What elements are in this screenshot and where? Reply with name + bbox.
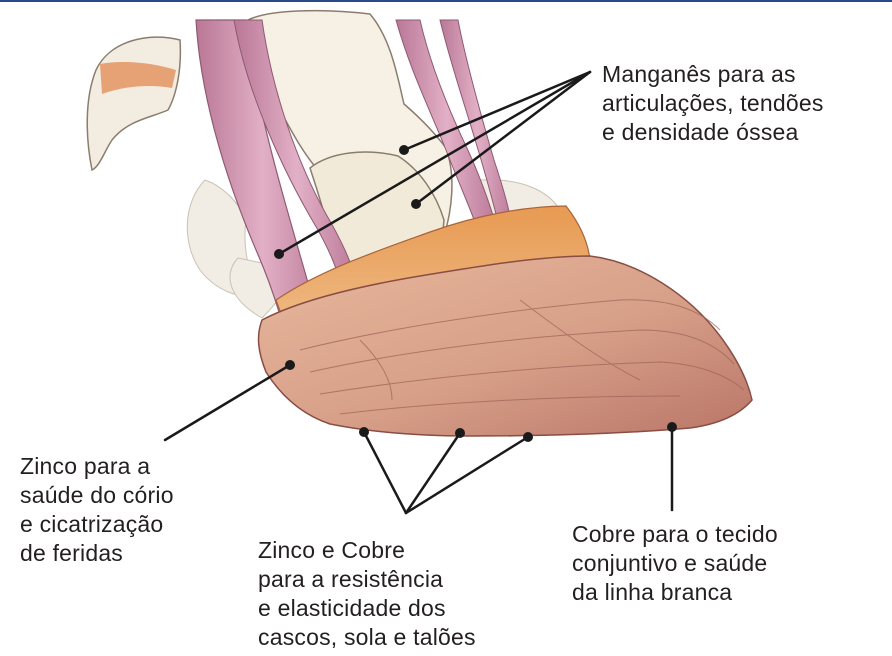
annotation-line: Zinco e Cobre: [258, 536, 476, 565]
zinc-annotation: Zinco para a saúde do cório e cicatrizaç…: [20, 452, 174, 568]
annotation-line: e cicatrização: [20, 510, 174, 539]
marker-dot: [399, 145, 409, 155]
manganese-annotation: Manganês para as articulações, tendões e…: [602, 60, 824, 147]
annotation-line: Manganês para as: [602, 60, 824, 89]
annotation-line: Cobre para o tecido: [572, 520, 778, 549]
marker-dot: [411, 199, 421, 209]
annotation-line: articulações, tendões: [602, 89, 824, 118]
zinc-copper-annotation: Zinco e Cobre para a resistência e elast…: [258, 536, 476, 652]
annotation-line: cascos, sola e talões: [258, 623, 476, 652]
marker-dot: [667, 422, 677, 432]
annotation-line: para a resistência: [258, 565, 476, 594]
annotation-line: e densidade óssea: [602, 118, 824, 147]
annotation-line: da linha branca: [572, 578, 778, 607]
annotation-line: conjuntivo e saúde: [572, 549, 778, 578]
marker-dot: [285, 360, 295, 370]
marker-dot: [274, 249, 284, 259]
annotation-line: Zinco para a: [20, 452, 174, 481]
copper-annotation: Cobre para o tecido conjuntivo e saúde d…: [572, 520, 778, 607]
marker-dot: [523, 432, 533, 442]
annotation-line: de feridas: [20, 539, 174, 568]
marker-dot: [359, 427, 369, 437]
marker-dot: [455, 428, 465, 438]
annotation-line: e elasticidade dos: [258, 594, 476, 623]
annotation-line: saúde do cório: [20, 481, 174, 510]
pastern-fragment: [87, 37, 180, 170]
